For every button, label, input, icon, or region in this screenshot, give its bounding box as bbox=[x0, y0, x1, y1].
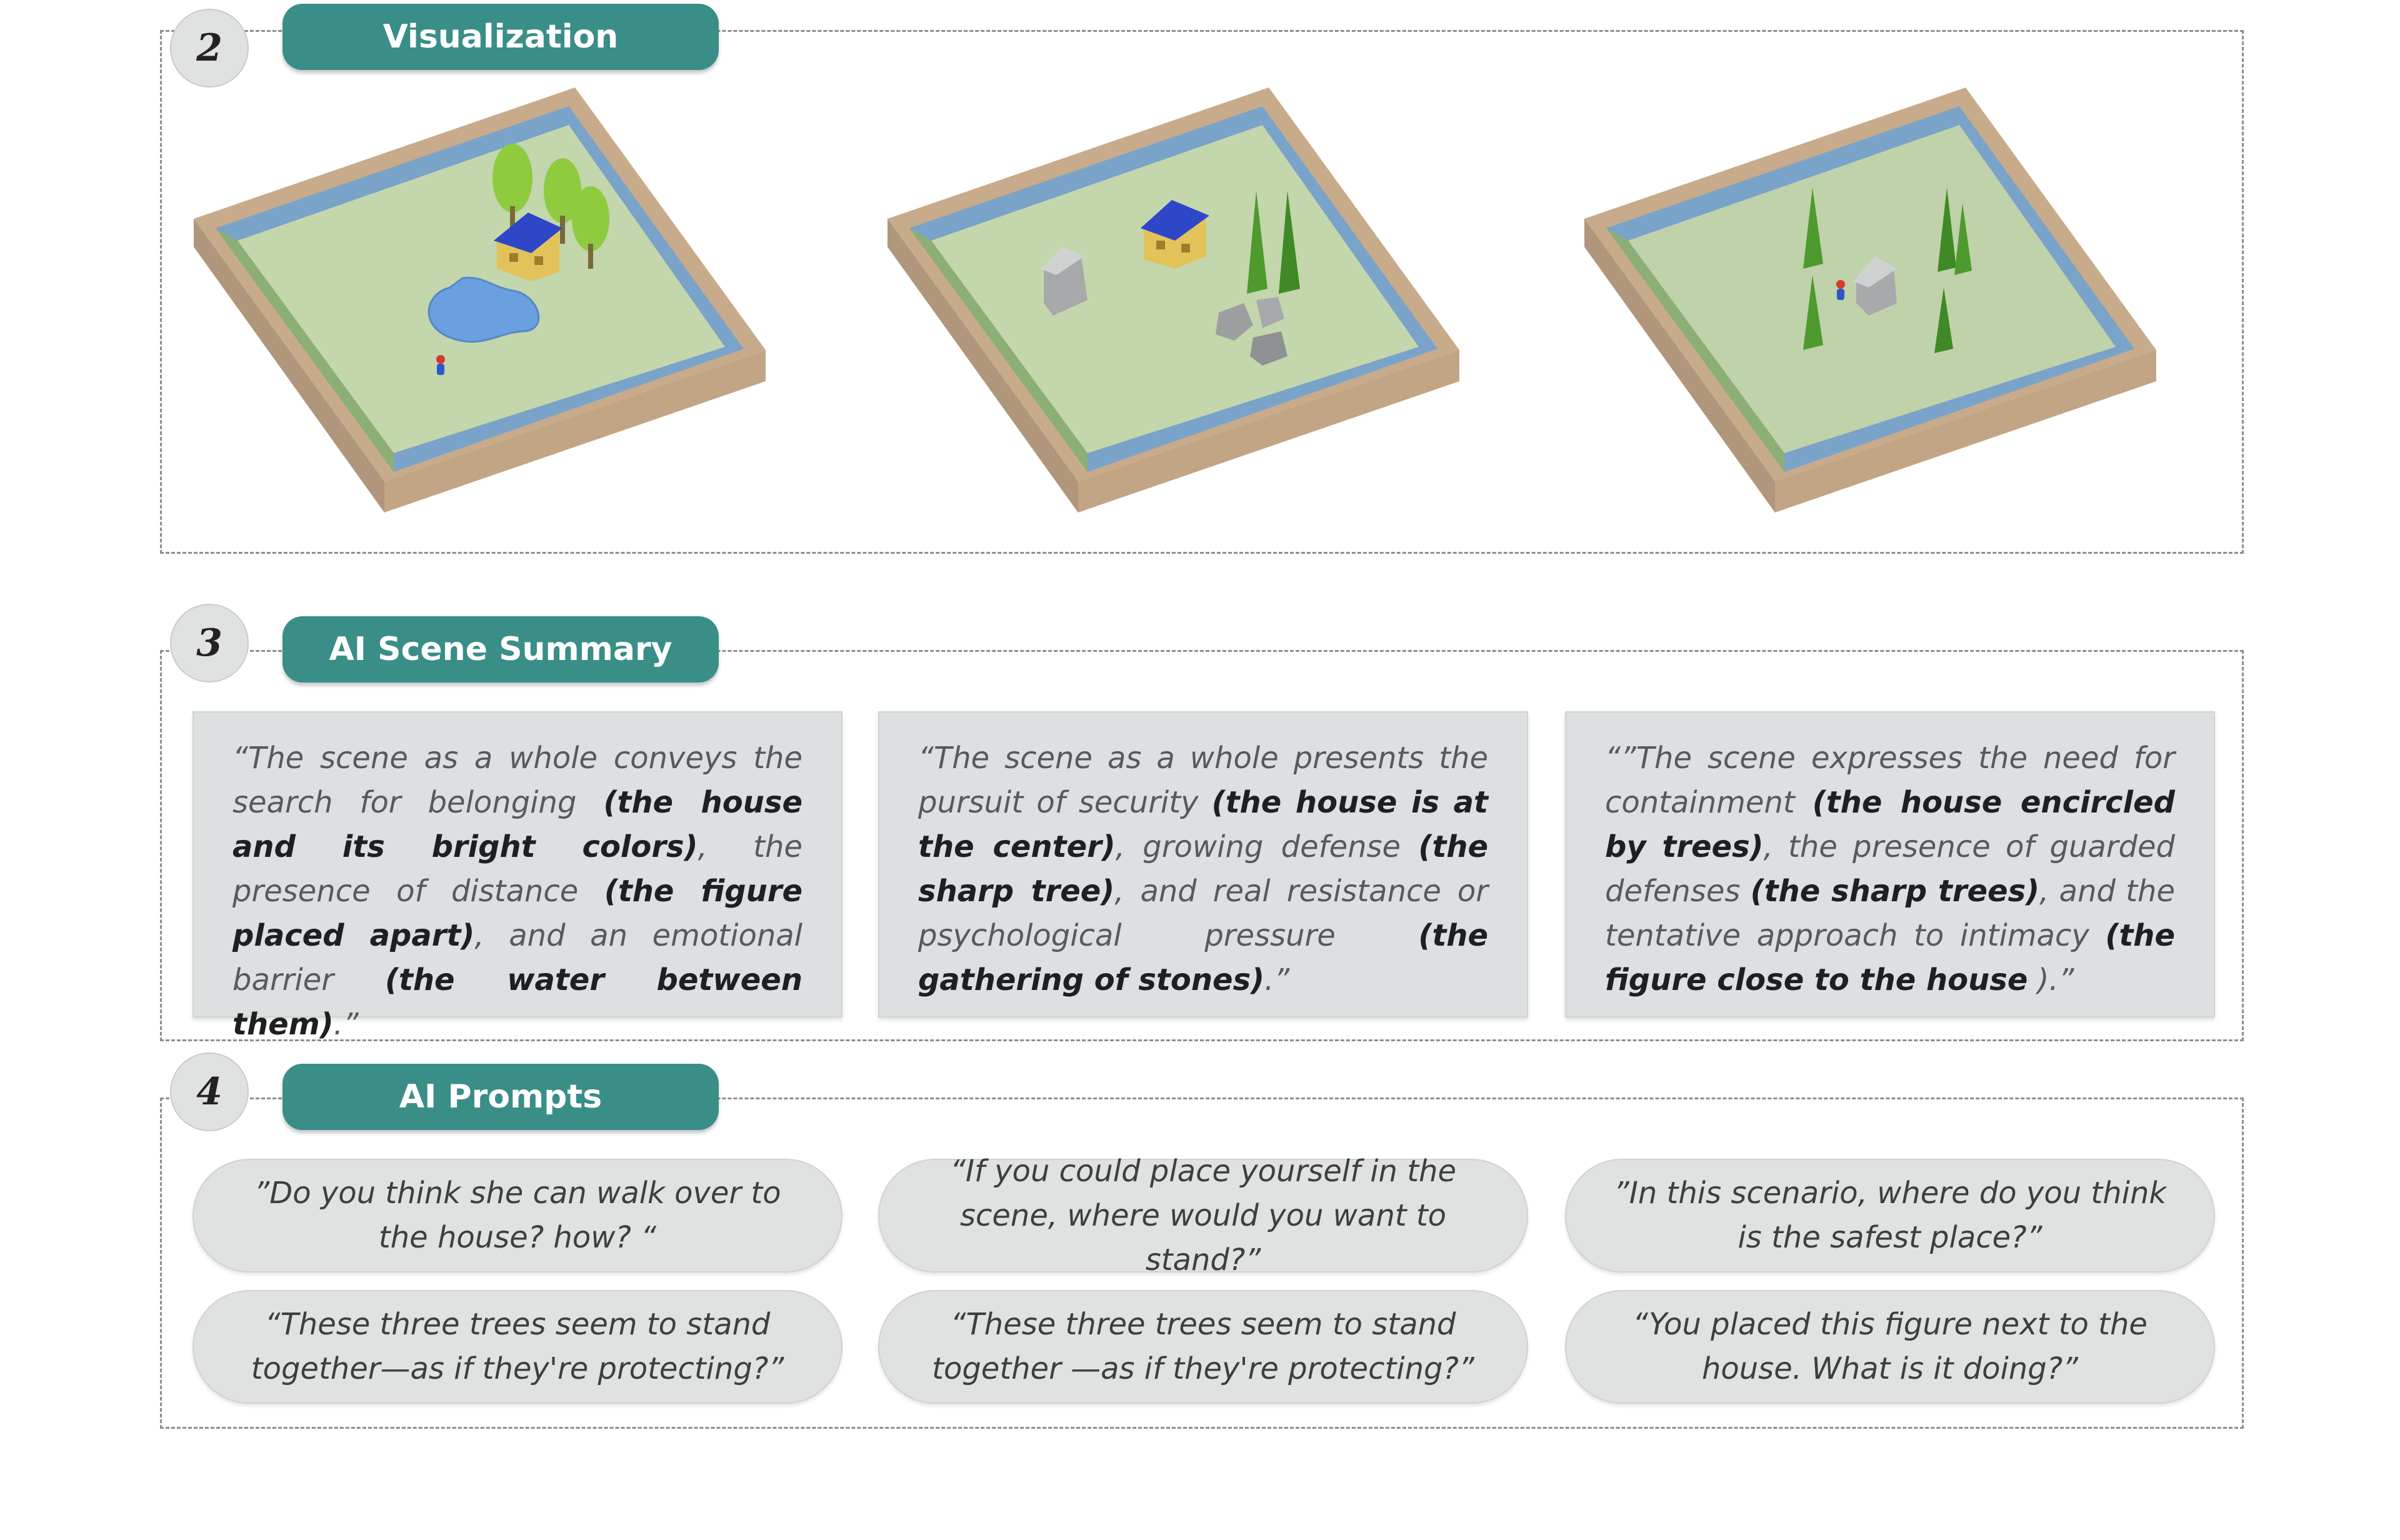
summary-emphasis: (the figure placed apart) bbox=[232, 874, 803, 953]
prompts-connector bbox=[250, 1098, 288, 1099]
prompts-title: AI Prompts bbox=[282, 1064, 719, 1130]
summary-phrase: “”The scene expresses the need for conta… bbox=[1605, 741, 2175, 820]
summary-text-3: “”The scene expresses the need for conta… bbox=[1605, 736, 2175, 1002]
gray-house bbox=[1041, 247, 1088, 316]
summary-text-2: “The scene as a whole presents the pursu… bbox=[918, 736, 1488, 1002]
encircling-trees bbox=[1803, 188, 1972, 353]
stones bbox=[1216, 297, 1288, 366]
prompt-2: “If you could place yourself in the scen… bbox=[878, 1154, 1528, 1278]
summary-phrase: .” bbox=[1264, 962, 1290, 998]
trees bbox=[492, 144, 609, 269]
summary-phrase: , the presence of guarded defenses bbox=[1605, 829, 2176, 909]
sandtray-scene-1 bbox=[194, 88, 766, 512]
prompts-section bbox=[160, 1098, 2244, 1429]
sandtray-scene-3 bbox=[1584, 88, 2156, 512]
summary-text-1: “The scene as a whole conveys the search… bbox=[232, 736, 802, 1047]
summary-phrase: , and the tentative approach to intimacy bbox=[1605, 874, 2175, 953]
summary-emphasis: (the sharp tree) bbox=[918, 829, 1488, 909]
gray-house bbox=[1853, 256, 1897, 316]
figure bbox=[436, 355, 445, 375]
summary-card-3: “”The scene expresses the need for conta… bbox=[1565, 711, 2215, 1018]
visualization-title: Visualization bbox=[282, 4, 719, 70]
prompt-6: “You placed this figure next to the hous… bbox=[1565, 1290, 2215, 1404]
summary-section bbox=[160, 650, 2244, 1041]
prompt-1: ”Do you think she can walk over to the h… bbox=[192, 1159, 842, 1272]
summary-connector bbox=[250, 650, 288, 652]
summary-emphasis: (the house is at the center) bbox=[918, 785, 1488, 864]
summary-phrase: , growing defense bbox=[1115, 829, 1419, 864]
summary-phrase: , and real resistance or psychological p… bbox=[918, 874, 1488, 953]
sandtray-scene-2 bbox=[888, 88, 1459, 512]
prompt-5: “These three trees seem to stand togethe… bbox=[878, 1290, 1528, 1404]
sharp-trees bbox=[1247, 191, 1300, 294]
sandtray-2 bbox=[888, 88, 1459, 512]
summary-phrase: “The scene as a whole presents the pursu… bbox=[918, 741, 1488, 820]
prompt-3: ”In this scenario, where do you think is… bbox=[1565, 1159, 2215, 1272]
summary-emphasis: (the house encircled by trees) bbox=[1605, 785, 2175, 864]
section-number-3: 3 bbox=[170, 604, 249, 682]
summary-phrase: “The scene as a whole conveys the search… bbox=[232, 741, 802, 820]
summary-phrase: , and an emotional barrier bbox=[232, 918, 802, 998]
figure bbox=[1836, 280, 1845, 300]
house bbox=[494, 212, 562, 281]
blue-house bbox=[1141, 200, 1209, 269]
summary-card-2: “The scene as a whole presents the pursu… bbox=[878, 711, 1528, 1018]
summary-phrase: .” bbox=[333, 1007, 359, 1042]
summary-card-1: “The scene as a whole conveys the search… bbox=[192, 711, 842, 1042]
prompt-4: “These three trees seem to stand togethe… bbox=[192, 1290, 842, 1404]
section-number-4: 4 bbox=[170, 1052, 249, 1131]
summary-emphasis: (the sharp trees) bbox=[1750, 874, 2040, 909]
visualization-section bbox=[160, 30, 2244, 554]
summary-emphasis: (the house and its bright colors) bbox=[232, 785, 803, 864]
summary-emphasis: (the water between them) bbox=[232, 962, 802, 1042]
summary-emphasis: (the gathering of stones) bbox=[918, 918, 1488, 998]
summary-emphasis: (the figure close to the house bbox=[1605, 918, 2175, 998]
pond bbox=[428, 276, 540, 343]
section-number-2: 2 bbox=[170, 9, 249, 88]
summary-phrase: ).” bbox=[2028, 962, 2074, 998]
summary-title: AI Scene Summary bbox=[282, 616, 719, 682]
summary-phrase: , the presence of distance bbox=[232, 829, 802, 909]
